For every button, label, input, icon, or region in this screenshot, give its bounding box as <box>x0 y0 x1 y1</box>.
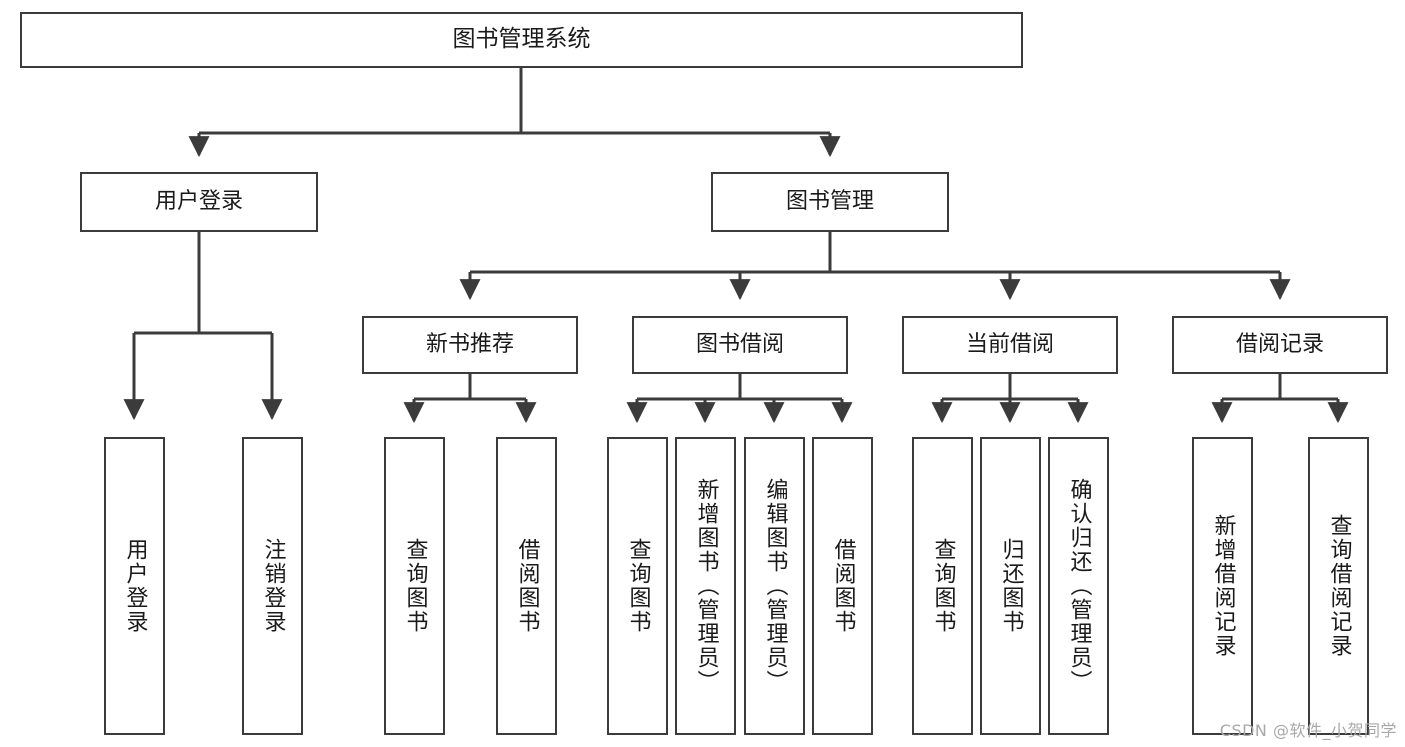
leaf-confirm-return-admin[interactable]: 确认归还（管理员） <box>1048 437 1109 735</box>
leaf-add-book-admin[interactable]: 新增图书（管理员） <box>675 437 736 735</box>
node-book-borrow[interactable]: 图书借阅 <box>632 316 848 374</box>
leaf-query-book-current-label: 查询图书 <box>930 538 956 634</box>
leaf-confirm-return-admin-label: 确认归还（管理员） <box>1066 478 1092 694</box>
leaf-borrow-book-borrow[interactable]: 借阅图书 <box>812 437 873 735</box>
leaf-edit-book-admin[interactable]: 编辑图书（管理员） <box>744 437 805 735</box>
leaf-add-book-admin-label: 新增图书（管理员） <box>693 478 719 694</box>
leaf-add-borrow-record[interactable]: 新增借阅记录 <box>1192 437 1253 735</box>
leaf-query-borrow-record[interactable]: 查询借阅记录 <box>1308 437 1369 735</box>
leaf-user-logout[interactable]: 注销登录 <box>242 437 303 735</box>
node-root[interactable]: 图书管理系统 <box>20 12 1023 68</box>
node-user-login-label: 用户登录 <box>154 189 243 215</box>
node-book-borrow-label: 图书借阅 <box>695 332 784 358</box>
leaf-query-book-borrow[interactable]: 查询图书 <box>607 437 668 735</box>
leaf-user-login-label: 用户登录 <box>122 538 148 634</box>
node-borrow-record-label: 借阅记录 <box>1235 332 1324 358</box>
leaf-query-book-current[interactable]: 查询图书 <box>912 437 973 735</box>
leaf-return-book[interactable]: 归还图书 <box>980 437 1041 735</box>
leaf-return-book-label: 归还图书 <box>998 538 1024 634</box>
node-book-manage[interactable]: 图书管理 <box>711 172 949 232</box>
leaf-borrow-book-borrow-label: 借阅图书 <box>830 538 856 634</box>
leaf-user-logout-label: 注销登录 <box>260 538 286 634</box>
leaf-borrow-book-recommend-label: 借阅图书 <box>514 538 540 634</box>
leaf-edit-book-admin-label: 编辑图书（管理员） <box>762 478 788 694</box>
node-new-book-recommend[interactable]: 新书推荐 <box>362 316 578 374</box>
leaf-user-login[interactable]: 用户登录 <box>104 437 165 735</box>
node-book-manage-label: 图书管理 <box>785 189 874 215</box>
leaf-add-borrow-record-label: 新增借阅记录 <box>1210 514 1236 658</box>
node-current-borrow-label: 当前借阅 <box>965 332 1054 358</box>
leaf-query-book-recommend[interactable]: 查询图书 <box>384 437 445 735</box>
node-user-login[interactable]: 用户登录 <box>80 172 318 232</box>
node-current-borrow[interactable]: 当前借阅 <box>902 316 1118 374</box>
leaf-query-book-recommend-label: 查询图书 <box>402 538 428 634</box>
csdn-watermark: CSDN @软件_小贺同学 <box>1219 721 1397 740</box>
leaf-query-book-borrow-label: 查询图书 <box>625 538 651 634</box>
leaf-query-borrow-record-label: 查询借阅记录 <box>1326 514 1352 658</box>
node-new-book-recommend-label: 新书推荐 <box>425 332 514 358</box>
leaf-borrow-book-recommend[interactable]: 借阅图书 <box>496 437 557 735</box>
node-root-label: 图书管理系统 <box>452 26 591 53</box>
node-borrow-record[interactable]: 借阅记录 <box>1172 316 1388 374</box>
